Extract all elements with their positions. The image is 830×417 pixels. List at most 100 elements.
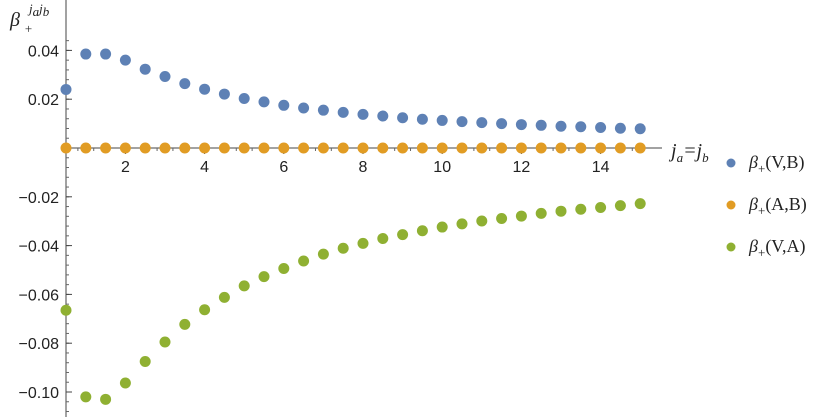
data-point bbox=[416, 113, 428, 125]
data-point bbox=[60, 304, 72, 316]
data-point bbox=[139, 63, 151, 75]
data-point bbox=[218, 142, 230, 154]
data-point bbox=[159, 142, 171, 154]
data-point bbox=[476, 142, 488, 154]
data-point bbox=[496, 213, 508, 225]
data-point bbox=[159, 336, 171, 348]
data-point bbox=[575, 203, 587, 215]
series-3 bbox=[60, 198, 646, 405]
y-title-sup-a: a bbox=[33, 4, 40, 19]
legend-item: β+(V,A) bbox=[726, 236, 805, 260]
data-point bbox=[456, 116, 468, 128]
data-point bbox=[258, 142, 270, 154]
legend: β+(V,B) β+(A,B) β+(V,A) bbox=[726, 152, 807, 260]
x-tick-label: 10 bbox=[433, 159, 451, 176]
y-title-sup-b: b bbox=[43, 4, 50, 19]
x-title-j: j bbox=[668, 140, 677, 162]
data-point bbox=[139, 142, 151, 154]
data-point bbox=[614, 122, 626, 134]
data-point bbox=[634, 198, 646, 210]
data-point bbox=[119, 377, 131, 389]
data-point bbox=[100, 393, 112, 405]
x-tick-label: 2 bbox=[121, 159, 130, 176]
data-point bbox=[535, 119, 547, 131]
data-point bbox=[515, 210, 527, 222]
data-point bbox=[159, 71, 171, 83]
data-point bbox=[357, 142, 369, 154]
y-title-beta: β bbox=[9, 9, 20, 31]
y-ticks: 0.040.02−0.02−0.04−0.06−0.08−0.10 bbox=[19, 43, 72, 402]
data-point bbox=[238, 142, 250, 154]
data-point bbox=[575, 121, 587, 133]
data-point bbox=[416, 142, 428, 154]
data-point bbox=[218, 291, 230, 303]
data-point bbox=[436, 114, 448, 126]
data-point bbox=[199, 83, 211, 95]
data-point bbox=[337, 142, 349, 154]
data-point bbox=[595, 142, 607, 154]
data-point bbox=[100, 142, 112, 154]
data-point bbox=[317, 142, 329, 154]
data-point bbox=[179, 318, 191, 330]
legend-marker bbox=[726, 158, 736, 168]
y-tick-label: −0.08 bbox=[19, 336, 60, 353]
data-point bbox=[119, 54, 131, 66]
data-point bbox=[614, 200, 626, 212]
data-point bbox=[496, 142, 508, 154]
data-point bbox=[634, 142, 646, 154]
y-title-subscript: + bbox=[24, 21, 33, 36]
y-title-sup-j1: j bbox=[27, 1, 33, 16]
legend-label: β+(V,B) bbox=[748, 152, 805, 176]
data-point bbox=[595, 202, 607, 214]
x-axis-title: ja=jb bbox=[668, 140, 709, 165]
x-tick-label: 14 bbox=[592, 159, 610, 176]
data-point bbox=[179, 142, 191, 154]
data-point bbox=[515, 142, 527, 154]
data-point bbox=[179, 78, 191, 90]
data-point bbox=[515, 119, 527, 131]
data-point bbox=[278, 263, 290, 275]
y-tick-label: −0.10 bbox=[19, 385, 60, 402]
y-tick-label: −0.02 bbox=[19, 190, 60, 207]
y-tick-label: −0.06 bbox=[19, 287, 60, 304]
data-point bbox=[119, 142, 131, 154]
x-title-sub-b: b bbox=[702, 150, 709, 165]
data-point bbox=[317, 104, 329, 116]
data-point bbox=[199, 304, 211, 316]
data-point bbox=[555, 142, 567, 154]
data-point bbox=[634, 123, 646, 135]
data-point bbox=[614, 142, 626, 154]
data-point bbox=[397, 142, 409, 154]
legend-marker bbox=[726, 200, 736, 210]
x-tick-label: 6 bbox=[279, 159, 288, 176]
x-title-sub-a: a bbox=[677, 150, 684, 165]
data-point bbox=[238, 280, 250, 292]
data-point bbox=[555, 205, 567, 217]
data-point bbox=[555, 120, 567, 132]
data-point bbox=[139, 356, 151, 367]
legend-label: β+(A,B) bbox=[748, 194, 807, 218]
data-point bbox=[535, 142, 547, 154]
data-point bbox=[476, 215, 488, 227]
series-1 bbox=[60, 48, 646, 135]
data-point bbox=[298, 102, 310, 114]
y-title-sup-j2: j bbox=[37, 1, 43, 16]
x-tick-label: 4 bbox=[200, 159, 209, 176]
data-point bbox=[357, 108, 369, 120]
data-point bbox=[436, 221, 448, 233]
data-point bbox=[535, 207, 547, 219]
data-point bbox=[258, 96, 270, 108]
legend-item: β+(A,B) bbox=[726, 194, 807, 218]
data-point bbox=[258, 271, 270, 283]
data-point bbox=[60, 83, 72, 95]
legend-marker bbox=[726, 242, 736, 252]
legend-label: β+(V,A) bbox=[748, 236, 805, 260]
data-point bbox=[456, 218, 468, 230]
data-point bbox=[377, 142, 389, 154]
data-points bbox=[60, 48, 646, 405]
series-2 bbox=[60, 142, 646, 154]
y-title-superscript: jajb bbox=[27, 1, 50, 19]
data-point bbox=[436, 142, 448, 154]
